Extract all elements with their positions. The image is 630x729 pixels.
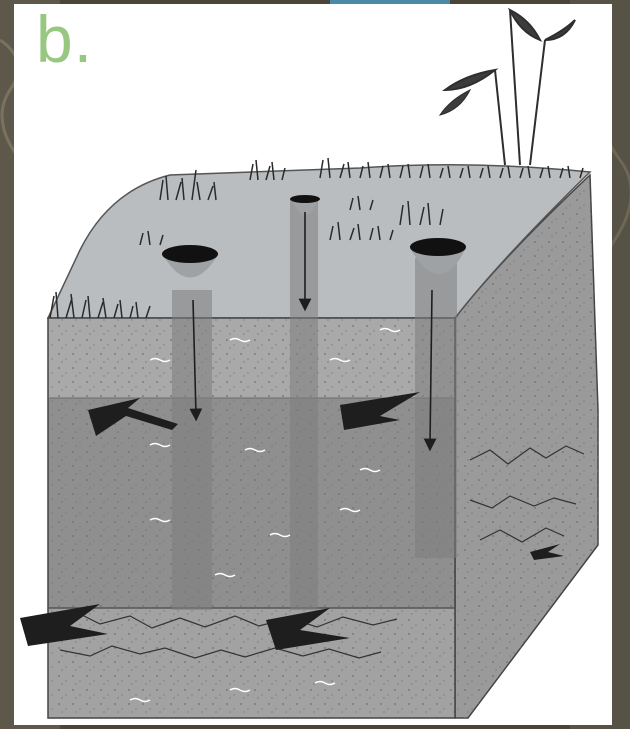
plant-icon [440,10,575,165]
